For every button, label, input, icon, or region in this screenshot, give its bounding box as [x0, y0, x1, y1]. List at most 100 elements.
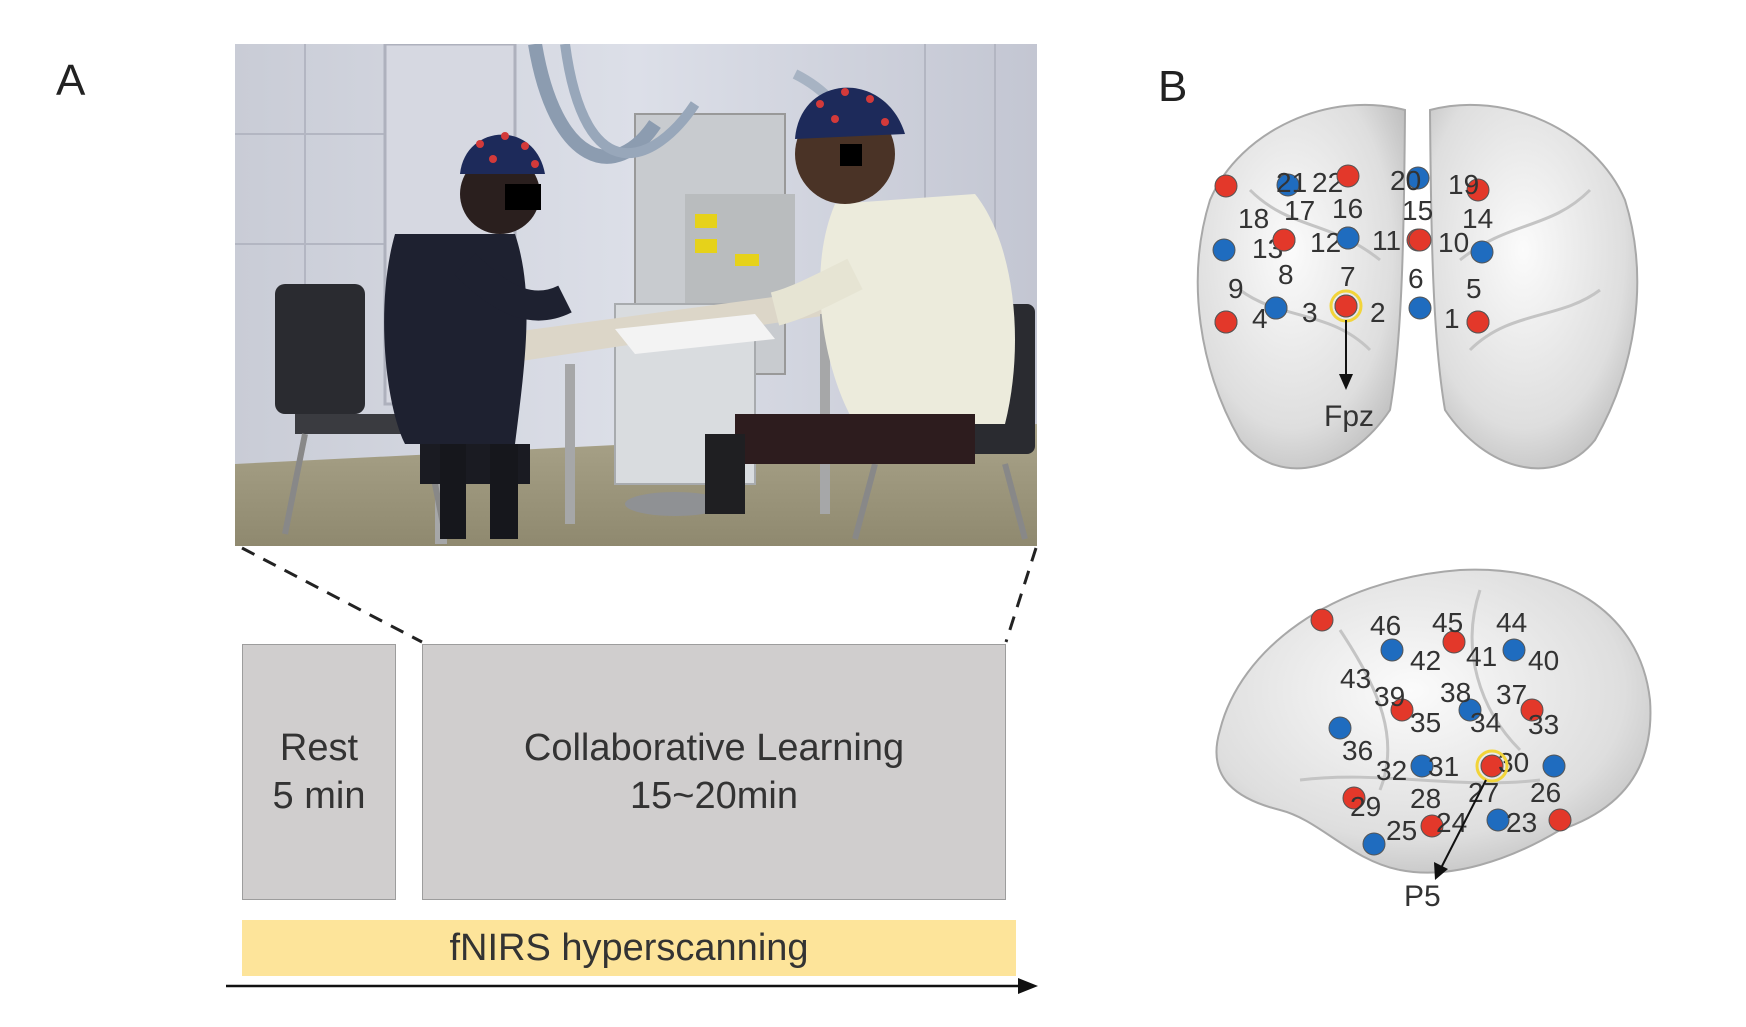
- optode-dot: [1548, 808, 1572, 832]
- optode-dot: [1212, 238, 1236, 262]
- experiment-photo: [235, 44, 1037, 546]
- channel-label-32: 32: [1376, 755, 1407, 786]
- optode-dot: [1406, 166, 1430, 190]
- p5-arrow-head: [1434, 862, 1448, 880]
- optode-dot: [1480, 754, 1504, 778]
- optode-dot: [1486, 808, 1510, 832]
- channel-label-34: 34: [1470, 707, 1501, 738]
- optode-dot: [1334, 294, 1358, 318]
- optode-dot: [1408, 296, 1432, 320]
- optode-dot: [1342, 786, 1366, 810]
- channel-label-1: 1: [1444, 303, 1460, 334]
- collab-label: Collaborative Learning: [523, 727, 905, 769]
- channel-label-40: 40: [1528, 645, 1559, 676]
- channel-label-5: 5: [1466, 273, 1482, 304]
- channel-label-6: 6: [1408, 263, 1424, 294]
- optode-dot: [1410, 754, 1434, 778]
- channel-label-8: 8: [1278, 259, 1294, 290]
- zoom-line-right: [1004, 547, 1038, 643]
- optode-dot: [1380, 638, 1404, 662]
- channel-label-44: 44: [1496, 607, 1527, 638]
- channel-label-42: 42: [1410, 645, 1441, 676]
- channel-label-29: 29: [1350, 791, 1381, 822]
- channel-label-14: 14: [1462, 203, 1493, 234]
- collaborative-learning-block: Collaborative Learning 15~20min: [422, 644, 1006, 900]
- optode-dot: [1214, 310, 1238, 334]
- channel-label-31: 31: [1428, 751, 1459, 782]
- optode-dot: [1328, 716, 1352, 740]
- p5-arrow-line: [1439, 779, 1487, 871]
- channel-label-7: 7: [1340, 261, 1356, 292]
- optode-dot: [1390, 698, 1414, 722]
- p5-highlight-ring: [1475, 749, 1509, 783]
- time-arrow-head: [1018, 978, 1038, 994]
- channel-label-26: 26: [1530, 777, 1561, 808]
- optode-dot: [1310, 608, 1334, 632]
- channel-label-38: 38: [1440, 677, 1471, 708]
- channel-label-43: 43: [1340, 663, 1371, 694]
- channel-label-9: 9: [1228, 273, 1244, 304]
- rest-label: Rest: [279, 727, 359, 769]
- optode-dot: [1362, 832, 1386, 856]
- channel-label-36: 36: [1342, 735, 1373, 766]
- channel-label-30: 30: [1498, 747, 1529, 778]
- rest-block: Rest 5 min: [242, 644, 396, 900]
- channel-label-39: 39: [1374, 681, 1405, 712]
- channel-label-17: 17: [1284, 195, 1315, 226]
- optode-dot: [1458, 698, 1482, 722]
- collab-duration: 15~20min: [630, 775, 798, 817]
- optode-dot: [1520, 698, 1544, 722]
- panel-label-a: A: [56, 56, 86, 105]
- optode-dot: [1466, 310, 1490, 334]
- fpz-arrow-head: [1339, 374, 1353, 390]
- rest-duration: 5 min: [272, 775, 366, 817]
- channel-label-45: 45: [1432, 607, 1463, 638]
- optode-dot: [1336, 164, 1360, 188]
- channel-label-2: 2: [1370, 297, 1386, 328]
- optode-dot: [1420, 814, 1444, 838]
- channel-label-23: 23: [1506, 807, 1537, 838]
- channel-label-19: 19: [1448, 169, 1479, 200]
- channel-label-20: 20: [1390, 165, 1421, 196]
- lateral-brain-view: [1215, 568, 1652, 874]
- optode-dot: [1470, 240, 1494, 264]
- optode-dot: [1408, 228, 1432, 252]
- channel-label-15: 15: [1402, 195, 1433, 226]
- optode-dot: [1276, 173, 1300, 197]
- channel-label-35: 35: [1410, 707, 1441, 738]
- channel-label-41: 41: [1466, 641, 1497, 672]
- optode-dot: [1336, 226, 1360, 250]
- channel-label-24: 24: [1436, 807, 1467, 838]
- channel-label-18: 18: [1238, 203, 1269, 234]
- channel-label-16: 16: [1332, 193, 1363, 224]
- p5-label: P5: [1404, 880, 1441, 913]
- optode-dot: [1466, 178, 1490, 202]
- optode-dot: [1214, 174, 1238, 198]
- channel-label-12: 12: [1310, 227, 1341, 258]
- channel-label-11: 11: [1372, 225, 1401, 256]
- channel-label-10: 10: [1438, 227, 1469, 258]
- channel-label-25: 25: [1386, 815, 1417, 846]
- optode-dot: [1264, 296, 1288, 320]
- channel-label-33: 33: [1528, 709, 1559, 740]
- channel-label-21: 21: [1276, 167, 1307, 198]
- optode-dot: [1542, 754, 1566, 778]
- optode-dot: [1442, 630, 1466, 654]
- channel-label-3: 3: [1302, 297, 1318, 328]
- optode-dot: [1502, 638, 1526, 662]
- fpz-label: Fpz: [1324, 400, 1374, 433]
- channel-label-46: 46: [1370, 610, 1401, 641]
- channel-label-4: 4: [1252, 303, 1268, 334]
- zoom-line-left: [241, 546, 423, 644]
- channel-label-37: 37: [1496, 679, 1527, 710]
- panel-label-b: B: [1158, 62, 1188, 111]
- channel-label-28: 28: [1410, 783, 1441, 814]
- fnirs-label: fNIRS hyperscanning: [449, 926, 809, 969]
- fnirs-hyperscanning-bar: fNIRS hyperscanning: [242, 920, 1016, 976]
- optode-dot: [1272, 228, 1296, 252]
